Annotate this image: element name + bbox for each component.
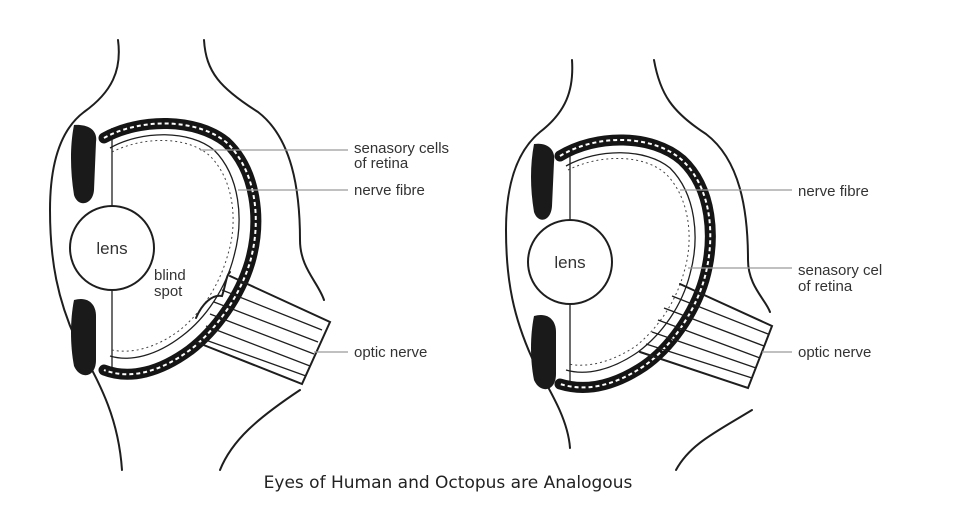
human-blind-spot-shape [195,271,231,319]
caption: Eyes of Human and Octopus are Analogous [264,473,633,493]
human-label-sensory-line2: of retina [354,155,409,172]
octopus-socket-outline-lower [675,409,753,471]
octopus-iris-upper [531,143,555,220]
octopus-label-nerve-fibre: nerve fibre [798,183,869,200]
human-eyelid-outline [48,39,123,471]
human-eye-diagram: lens senasory cells of retina nerve fibr… [48,39,449,471]
human-lens [69,205,155,291]
human-socket-outline [203,39,325,301]
octopus-lens [527,219,613,305]
octopus-lens-label: lens [554,253,585,272]
human-retina-inner [109,134,240,359]
octopus-eye-diagram: lens nerve fibre senasory cel of retina … [504,59,882,471]
human-optic-nerve [195,275,332,386]
human-iris-lower [71,298,96,376]
octopus-iris-lower [531,314,556,390]
human-lens-label: lens [96,239,127,258]
human-retina-cells [103,122,257,376]
human-iris-upper [71,124,97,204]
octopus-retina-inner [565,152,696,373]
human-label-optic-nerve: optic nerve [354,344,427,361]
octopus-optic-nerve [639,283,774,390]
octopus-label-optic-nerve: optic nerve [798,344,871,361]
human-label-sensory-line1: senasory cells [354,140,449,157]
human-label-blind-spot-line2: spot [154,283,183,300]
octopus-socket-outline [653,59,771,313]
octopus-retina-cells [559,139,712,389]
octopus-label-sensory-line1: senasory cel [798,262,882,279]
octopus-label-sensory-line2: of retina [798,278,853,295]
human-socket-outline-lower [219,389,301,471]
octopus-retina-fibres [567,157,690,366]
human-retina-fibres [111,139,234,352]
human-label-nerve-fibre: nerve fibre [354,182,425,199]
human-label-blind-spot-line1: blind [154,267,186,284]
